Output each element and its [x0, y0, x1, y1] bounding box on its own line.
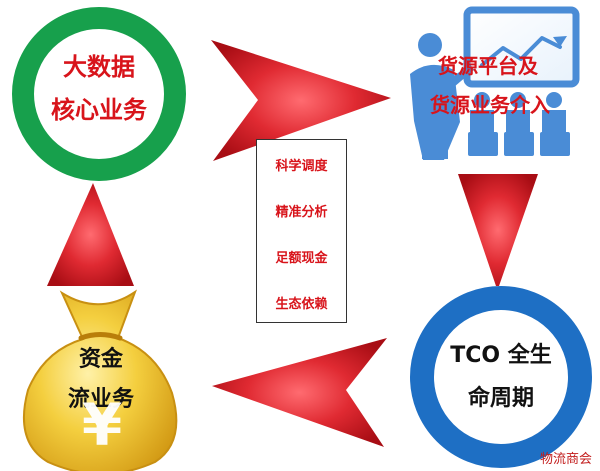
- arrow-down: [458, 174, 538, 286]
- presenter-icon: [410, 6, 580, 160]
- finance-label-line1: 资金: [78, 347, 123, 372]
- money-bag-icon: [22, 289, 178, 471]
- arrow-left: [212, 338, 387, 447]
- center-box: 科学调度 精准分析 足额现金 生态依赖: [256, 139, 347, 323]
- center-item-1: 精准分析: [275, 205, 328, 220]
- arrow-right: [211, 40, 391, 161]
- center-item-0: 科学调度: [275, 159, 328, 174]
- finance-label-line2: 流业务: [67, 387, 134, 412]
- platform-label-line2: 货源业务介入: [430, 93, 550, 117]
- tco-label-line2: 命周期: [467, 386, 534, 411]
- tco-ring: [410, 286, 592, 468]
- big-data-label-line2: 核心业务: [51, 96, 147, 124]
- center-item-2: 足额现金: [275, 251, 328, 266]
- watermark: 物流商会: [539, 452, 592, 467]
- yuan-symbol: ¥: [81, 391, 123, 459]
- big-data-label-line1: 大数据: [63, 53, 135, 81]
- center-item-3: 生态依赖: [275, 297, 328, 312]
- presenter-figure-icon: [410, 33, 474, 160]
- platform-label-line1: 货源平台及: [438, 54, 538, 78]
- big-data-ring: [12, 7, 186, 181]
- monitor-icon: [463, 6, 580, 88]
- tco-label-line1: TCO 全生: [450, 343, 552, 368]
- arrow-up: [47, 183, 134, 286]
- audience-icon: [468, 92, 570, 156]
